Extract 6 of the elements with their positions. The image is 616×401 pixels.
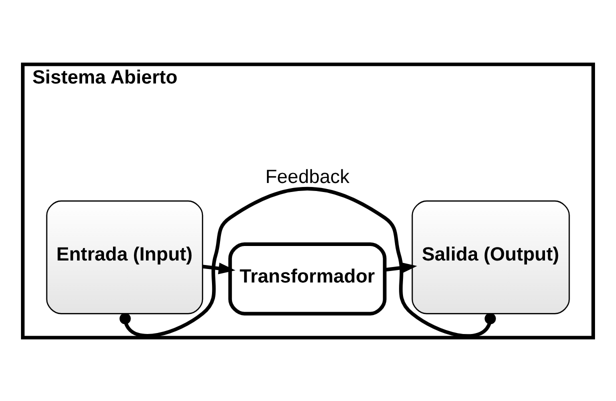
node-box: Entrada (Input) <box>46 200 204 314</box>
node-box: Salida (Output) <box>412 200 570 314</box>
arrow <box>202 262 236 274</box>
edge-label: Feedback <box>265 166 350 188</box>
connector <box>120 186 496 338</box>
node-box: Transformador <box>228 242 386 315</box>
